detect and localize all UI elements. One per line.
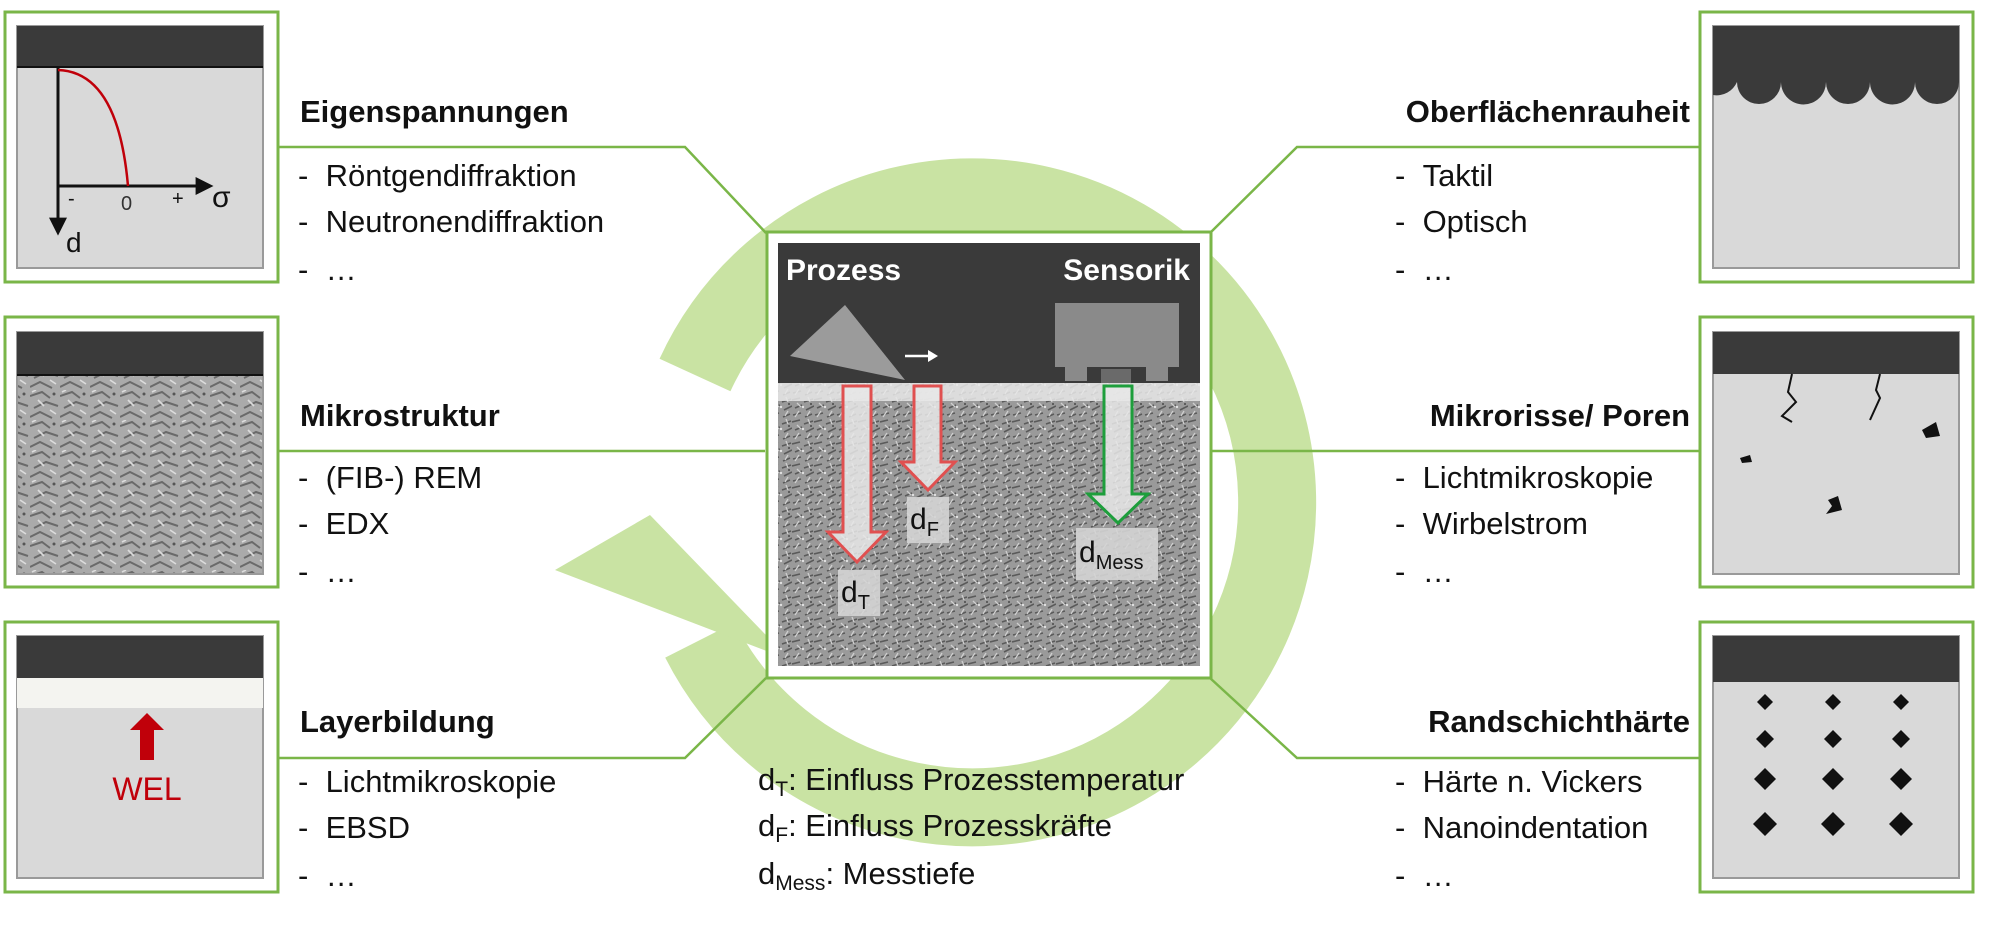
dT-arrow [824,384,890,565]
pore-1 [1922,422,1940,438]
title-surface-hardness: Randschichthärte [1428,704,1690,739]
indent-grid [1753,694,1913,836]
surface-roughness-box [1698,10,1975,284]
microstructure-box [3,315,280,589]
axis-zero: 0 [121,193,132,215]
sensor-label: Sensorik [1063,254,1190,287]
wel-arrow-icon [130,713,164,760]
process-sensor-box: Prozess Sensorik dT dF dMess [765,230,1213,680]
dMess-label: dMess [1079,536,1143,574]
legend-dMess: dMess: Messtiefe [758,856,976,895]
pore-2 [1740,455,1752,463]
title-layer-formation: Layerbildung [300,704,495,739]
list-item: - Lichtmikroskopie [298,764,557,799]
list-item: - … [1395,252,1454,287]
crack-2 [1869,373,1882,421]
connector-lines [278,145,1705,760]
pore-3 [1826,496,1842,514]
process-label: Prozess [786,254,901,287]
roughness-profile [1713,26,1959,105]
legend-dF: dF: Einfluss Prozesskräfte [758,808,1112,847]
crack-1 [1780,373,1798,423]
cutting-tool-icon [790,305,905,380]
wel-label: WEL [112,771,181,807]
axis-minus: - [68,188,75,210]
list-item: - … [298,252,357,287]
list-item: - … [1395,554,1454,589]
axis-plus: + [172,188,184,210]
layer-formation-box: WEL [3,620,280,894]
list-item: - (FIB-) REM [298,460,483,495]
list-item: - … [1395,858,1454,893]
sensor-icon [1055,303,1179,367]
list-item: - Lichtmikroskopie [1395,460,1654,495]
dMess-arrow [1084,384,1152,526]
title-surface-roughness: Oberflächenrauheit [1405,94,1690,129]
list-item: - Wirbelstrom [1395,506,1588,541]
list-item: - … [298,858,357,893]
list-item: - Nanoindentation [1395,810,1649,845]
axis-depth: d [66,227,82,258]
title-microstructure: Mikrostruktur [300,398,500,433]
stress-curve [57,68,130,187]
dT-label: dT [841,576,870,614]
list-item: - EDX [298,506,390,541]
dF-arrow [897,384,959,493]
list-item: - Härte n. Vickers [1395,764,1643,799]
surface-hardness-box [1698,620,1975,894]
list-item: - Taktil [1395,158,1494,193]
residual-stress-box: - 0 + σ d [3,10,280,284]
microcracks-pores-box [1698,315,1975,589]
cycle-ring [555,158,1317,847]
axis-sigma: σ [212,181,231,214]
list-item: - … [298,554,357,589]
list-item: - Röntgendiffraktion [298,158,577,193]
list-item: - Optisch [1395,204,1528,239]
legend-dT: dT: Einfluss Prozesstemperatur [758,762,1185,801]
dF-label: dF [910,503,939,541]
title-microcracks-pores: Mikrorisse/ Poren [1429,398,1690,433]
list-item: - Neutronendiffraktion [298,204,605,239]
list-item: - EBSD [298,810,410,845]
title-residual-stress: Eigenspannungen [300,94,569,129]
